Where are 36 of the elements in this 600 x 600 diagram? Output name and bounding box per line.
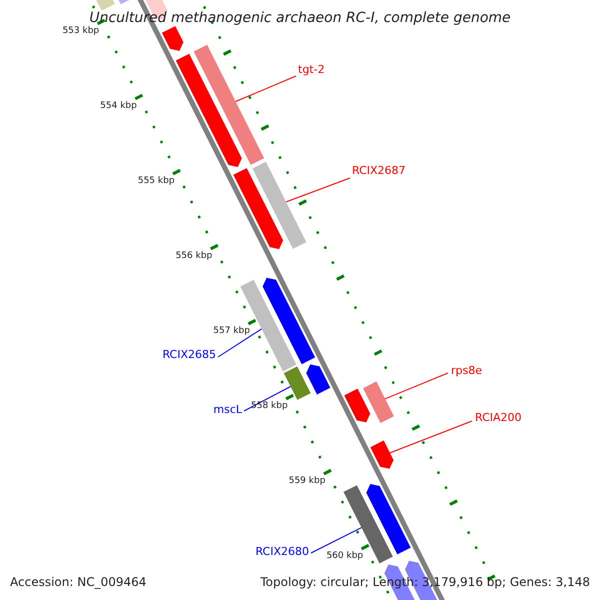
tick-label: 560 kbp [326,550,364,564]
tick-label: 555 kbp [138,175,175,188]
accession-text: Accession: NC_009464 [10,575,146,589]
leader-line [286,178,350,202]
gene-bar [252,162,306,249]
gene-label: RCIX2680 [255,546,309,558]
gene-bar [344,485,393,564]
leader-line [235,76,296,102]
gene-feature [262,278,316,364]
gene-feature [366,484,411,554]
tick-label: 559 kbp [288,475,326,488]
tick-label: 556 kbp [176,250,212,264]
gene-label: RCIX2687 [352,165,406,177]
leader-line [244,386,292,412]
leader-line [310,527,362,554]
gene-feature [344,388,370,422]
gene-label: RCIA200 [475,412,522,424]
gene-feature [370,440,394,469]
gene-feature [233,168,284,250]
gene-feature [176,54,242,167]
gene-bar [194,44,264,165]
gene-label: RCIX2685 [162,349,216,361]
gene-feature [162,26,184,51]
tick-label: 554 kbp [100,100,137,113]
leader-line [384,372,448,400]
gene-feature [306,364,330,394]
gene-label: rps8e [451,365,482,377]
tick-label: 558 kbp [251,400,288,414]
leader-line [218,328,262,358]
leader-line [389,420,472,454]
gene-bar [363,381,394,423]
gene-label: mscL [213,404,242,416]
gene-label: tgt-2 [298,64,325,76]
tick-label: 557 kbp [213,325,250,338]
tick-label: 553 kbp [62,24,100,38]
gene-bar [284,366,311,400]
